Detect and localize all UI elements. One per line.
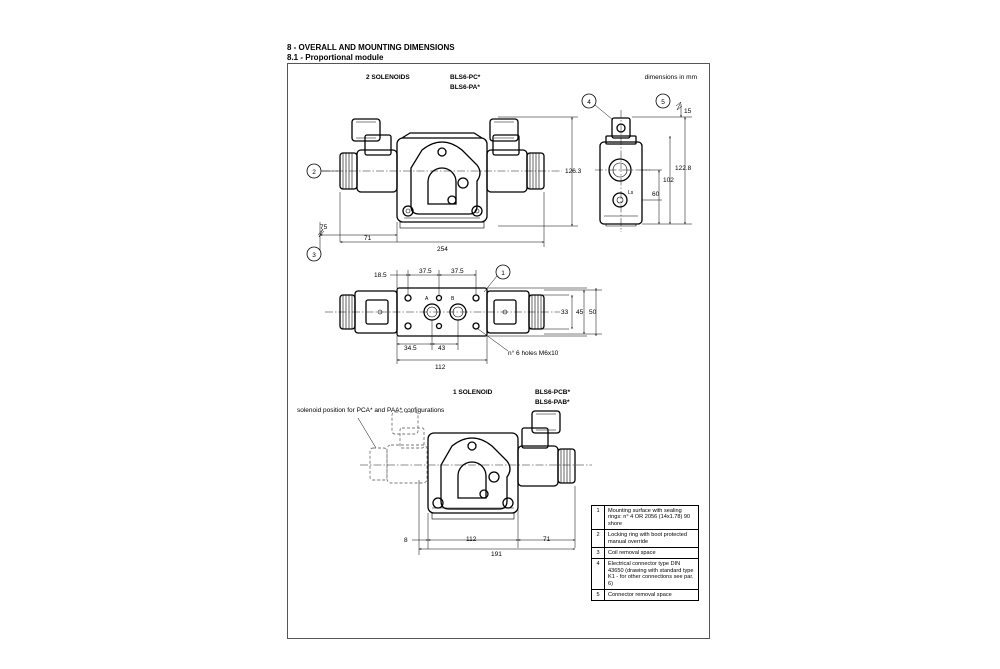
dim-15: 15 (684, 108, 692, 115)
legend-text: Locking ring with boot protected manual … (604, 529, 699, 549)
callout-4: 4 (587, 99, 591, 106)
dim-71: 71 (364, 235, 372, 242)
legend-row: 3 Coil removal space (591, 547, 699, 560)
callout-1: 1 (501, 270, 505, 277)
dim-50: 50 (589, 309, 597, 316)
one-solenoid-code-1: BLS6-PCB* (535, 389, 571, 396)
legend-num: 1 (591, 504, 605, 531)
legend-row: 4 Electrical connector type DIN 43650 (d… (591, 558, 699, 591)
port-b-label: B (451, 296, 455, 302)
legend-row: 2 Locking ring with boot protected manua… (591, 529, 699, 549)
dim-45: 45 (576, 309, 584, 316)
dim-126-3: 126.3 (565, 168, 582, 175)
callout-5: 5 (661, 99, 665, 106)
legend-num: 4 (591, 558, 605, 591)
dim-34-5: 34.5 (404, 345, 417, 352)
callout-3: 3 (312, 252, 316, 259)
one-solenoid-code-2: BLS6-PAB* (535, 399, 570, 406)
dim-112-plan: 112 (435, 364, 446, 371)
legend-row: 5 Connector removal space (591, 589, 699, 602)
section-subtitle: 8.1 - Proportional module (287, 53, 384, 62)
legend-num: 2 (591, 529, 605, 549)
drawing-frame (287, 63, 710, 639)
two-solenoids-code-1: BLS6-PC* (450, 74, 481, 81)
legend-text: Electrical connector type DIN 43650 (dra… (604, 558, 699, 591)
section-title: 8 - OVERALL AND MOUNTING DIMENSIONS (287, 43, 455, 52)
dim-60: 60 (652, 191, 660, 198)
dim-112-single: 112 (466, 536, 477, 543)
legend-text: Coil removal space (604, 547, 699, 560)
units-note: dimensions in mm (645, 74, 697, 81)
legend-table: 1 Mounting surface with sealing rings: n… (591, 504, 699, 602)
holes-note: n° 6 holes M6x10 (508, 349, 559, 357)
port-a-label: A (425, 296, 429, 302)
dim-254: 254 (437, 246, 448, 253)
plan-view: A B 18.5 37.5 37.5 33 45 50 34.5 43 112 … (325, 264, 602, 371)
dim-191: 191 (491, 551, 502, 558)
one-solenoid-label: 1 SOLENOID (453, 389, 493, 396)
two-solenoid-front-view: 2 SOLENOIDS BLS6-PC* BLS6-PA* (306, 74, 582, 262)
dim-75: 75 (320, 224, 328, 231)
dim-37-5-b: 37.5 (451, 268, 464, 275)
legend-text: Mounting surface with sealing rings: n° … (604, 504, 699, 531)
side-view: Ls 122.8 102 60 15 4 5 (581, 93, 692, 232)
callout-2: 2 (312, 169, 316, 176)
dim-122-8: 122.8 (675, 165, 692, 172)
legend-row: 1 Mounting surface with sealing rings: n… (591, 504, 699, 531)
legend-num: 3 (591, 547, 605, 560)
one-solenoid-view: 1 SOLENOID BLS6-PCB* BLS6-PAB* solenoid … (297, 389, 592, 558)
dim-37-5-a: 37.5 (419, 268, 432, 275)
port-ls-label: Ls (628, 190, 634, 196)
legend-text: Connector removal space (604, 589, 699, 602)
dim-43: 43 (438, 345, 446, 352)
two-solenoids-code-2: BLS6-PA* (450, 84, 480, 91)
solenoid-note-line-1: solenoid position for PCA* and PAA* conf… (297, 407, 445, 414)
dim-33: 33 (561, 309, 569, 316)
legend-num: 5 (591, 589, 605, 602)
dim-18-5: 18.5 (374, 272, 387, 279)
two-solenoids-label: 2 SOLENOIDS (366, 74, 410, 81)
dim-102: 102 (663, 177, 674, 184)
dim-71-single: 71 (543, 536, 551, 543)
dim-8: 8 (404, 537, 408, 544)
